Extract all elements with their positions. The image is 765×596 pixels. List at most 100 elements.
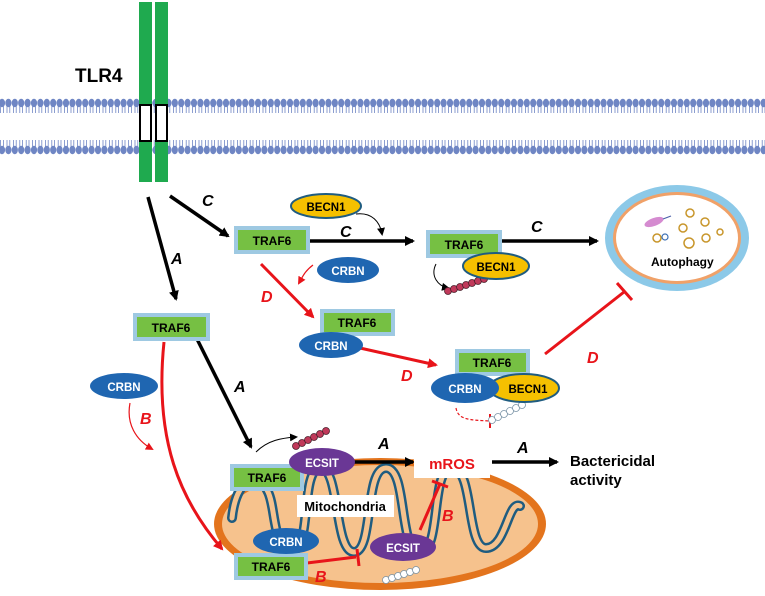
lipid-head [581, 98, 588, 108]
lipid-head [178, 145, 185, 155]
lipid-head [203, 145, 210, 155]
lipid-head [754, 98, 761, 108]
lipid-head [651, 98, 658, 108]
pathway-d-label: D [587, 350, 599, 367]
lipid-head [43, 98, 50, 108]
lipid-head [11, 98, 18, 108]
lipid-head [331, 145, 338, 155]
pathway-b-label: B [315, 569, 327, 586]
arrow-b-traf6-mito [160, 341, 224, 551]
inhibit-bar-b1 [355, 548, 361, 567]
lipid-head [459, 98, 466, 108]
lipid-head [197, 145, 204, 155]
lipid-head [587, 98, 594, 108]
lipid-head [478, 98, 486, 108]
becn1-label: BECN1 [509, 384, 549, 396]
becn1-node-top: BECN1 [290, 193, 362, 219]
lipid-head [722, 145, 729, 155]
lipid-head [517, 145, 524, 155]
lipid-head [133, 145, 140, 155]
lipid-head [658, 98, 665, 108]
lipid-head [30, 98, 38, 108]
ubiquitin-chain-faded [382, 401, 526, 584]
lipid-head [62, 145, 70, 155]
cell-membrane [0, 98, 765, 155]
lipid-head [491, 145, 498, 155]
lipid-head [312, 145, 319, 155]
lipid-head [24, 145, 31, 155]
lipid-head [536, 145, 543, 155]
lipid-head [344, 145, 351, 155]
lipid-head [555, 145, 562, 155]
crbn-node-mito: CRBN [253, 528, 319, 554]
lipid-head [274, 98, 281, 108]
lipid-head [638, 145, 646, 155]
lipid-head [453, 98, 460, 108]
pathway-a-label: A [377, 436, 390, 453]
lipid-head [645, 145, 652, 155]
lipid-head [440, 145, 447, 155]
lipid-head [37, 145, 44, 155]
lipid-head [485, 145, 492, 155]
lipid-head [120, 98, 127, 108]
traf6-node-becn1: TRAF6 [426, 230, 502, 258]
lipid-head [453, 145, 460, 155]
lipid-head [69, 145, 76, 155]
lipid-head [190, 98, 198, 108]
lipid-head [280, 98, 287, 108]
lipid-head [728, 98, 735, 108]
lipid-head [318, 145, 326, 155]
traf6-label: TRAF6 [152, 321, 191, 335]
lipid-head [651, 145, 658, 155]
lipid-head [498, 145, 505, 155]
lipid-head [395, 145, 402, 155]
lipid-head [741, 145, 748, 155]
lipid-head [472, 98, 479, 108]
lipid-head [133, 98, 140, 108]
mitochondria-label-box [297, 495, 394, 517]
lipid-head [747, 145, 754, 155]
lipid-head [286, 98, 294, 108]
lipid-head [126, 145, 134, 155]
inhibit-bar-b2 [431, 479, 449, 489]
lipid-head [325, 98, 332, 108]
lipid-head [56, 145, 63, 155]
lipid-head [619, 98, 626, 108]
lipid-head [555, 98, 562, 108]
pathway-c-label: C [340, 224, 352, 241]
lipid-head [248, 145, 255, 155]
ecsit-node-top: ECSIT [289, 448, 355, 476]
lipid-head [299, 98, 306, 108]
lipid-head [613, 145, 620, 155]
lipid-head [715, 98, 722, 108]
pathway-a-label: A [170, 251, 183, 268]
lipid-head [216, 145, 223, 155]
lipid-head [389, 145, 396, 155]
pathway-letters: C C C A A A A D D D B B B [140, 193, 599, 586]
lipid-head [702, 145, 710, 155]
bacterium-icon [644, 215, 672, 241]
lipid-head [670, 145, 678, 155]
lipid-head [69, 98, 76, 108]
lipid-head [37, 98, 44, 108]
lipid-head [293, 145, 300, 155]
pathway-c-label: C [202, 193, 214, 210]
lipid-head [24, 98, 31, 108]
lipid-head [18, 145, 25, 155]
lipid-head [94, 145, 102, 155]
lipid-head [248, 98, 255, 108]
arrow-d-traf6-crbn [259, 262, 315, 319]
lipid-head [18, 98, 25, 108]
lipid-head [88, 145, 95, 155]
lipid-head [594, 145, 601, 155]
traf6-label: TRAF6 [252, 560, 291, 574]
crbn-node-b: CRBN [90, 373, 158, 399]
lipid-head [30, 145, 38, 155]
pathway-b-label: B [442, 508, 454, 525]
lipid-head [120, 145, 127, 155]
lipid-head [677, 98, 684, 108]
lipid-head [312, 98, 319, 108]
lipid-head [645, 98, 652, 108]
lipid-head [5, 145, 12, 155]
